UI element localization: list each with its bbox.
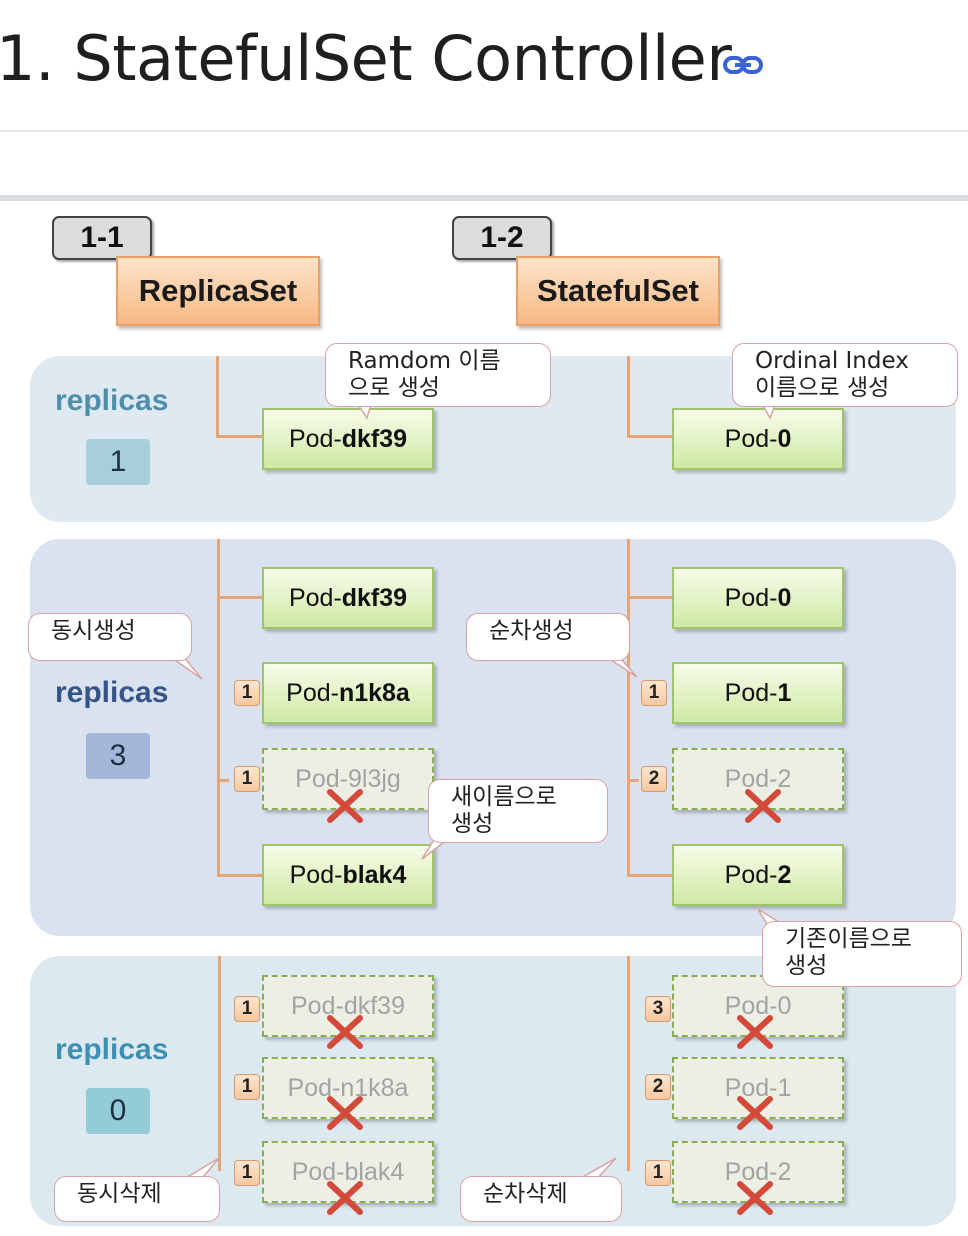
pod-box: Pod-dkf39	[262, 567, 434, 629]
red-x-icon	[737, 1096, 773, 1130]
replicas-label: replicas	[55, 1033, 169, 1066]
deleted-pod-box: Pod-9l3jg	[262, 748, 434, 810]
callout-new-name: 새이름으로 생성	[428, 779, 608, 843]
callout-concurrent-create: 동시생성	[28, 613, 192, 661]
order-badge: 3	[645, 996, 671, 1022]
pod-box: Pod-1	[672, 662, 844, 724]
order-badge: 1	[234, 680, 260, 706]
statefulset-title: StatefulSet	[516, 256, 720, 326]
connector-line	[627, 779, 639, 782]
order-badge: 1	[641, 680, 667, 706]
connector-line	[217, 596, 262, 599]
column-tag-statefulset: 1-2	[452, 216, 552, 260]
replicas-count: 1	[86, 439, 150, 485]
replicas-count: 0	[86, 1088, 150, 1134]
replicas-label: replicas	[55, 384, 169, 417]
order-badge: 1	[645, 1160, 671, 1186]
column-tag-replicaset: 1-1	[52, 216, 152, 260]
connector-line	[218, 956, 221, 1171]
red-x-icon	[737, 1015, 773, 1049]
callout-random-name: Ramdom 이름 으로 생성	[325, 343, 551, 407]
callout-sequential-delete: 순차삭제	[460, 1176, 622, 1222]
pod-box: Pod-n1k8a	[262, 662, 434, 724]
red-x-icon	[327, 789, 363, 823]
red-x-icon	[327, 1015, 363, 1049]
pod-box: Pod-0	[672, 408, 844, 470]
connector-line	[627, 356, 630, 438]
red-x-icon	[737, 1181, 773, 1215]
order-badge: 2	[641, 766, 667, 792]
order-badge: 1	[234, 1074, 260, 1100]
callout-sequential-create: 순차생성	[466, 613, 630, 661]
pod-box: Pod-dkf39	[262, 408, 434, 470]
pod-box: Pod-0	[672, 567, 844, 629]
page-title: 1. StatefulSet Controller	[0, 22, 732, 95]
connector-line	[627, 539, 630, 877]
pod-box: Pod-2	[672, 844, 844, 906]
order-badge: 1	[234, 996, 260, 1022]
connector-line	[217, 874, 262, 877]
replicas-count: 3	[86, 733, 150, 779]
callout-ordinal-name: Ordinal Index 이름으로 생성	[732, 343, 958, 407]
callout-existing-name: 기존이름으로 생성	[762, 921, 962, 987]
connector-line	[216, 356, 219, 438]
red-x-icon	[327, 1181, 363, 1215]
red-x-icon	[327, 1096, 363, 1130]
link-icon[interactable]	[722, 50, 764, 80]
deleted-pod-box: Pod-2	[672, 748, 844, 810]
order-badge: 1	[234, 766, 260, 792]
pod-box: Pod-blak4	[262, 844, 434, 906]
connector-line	[627, 874, 672, 877]
statefulset-diagram: 1-1 ReplicaSet 1-2 StatefulSet replicas …	[0, 195, 968, 1236]
connector-line	[627, 956, 630, 1171]
connector-line	[216, 435, 262, 438]
heading-divider	[0, 130, 968, 132]
replicaset-title: ReplicaSet	[116, 256, 320, 326]
connector-line	[627, 435, 673, 438]
callout-concurrent-delete: 동시삭제	[54, 1176, 220, 1222]
red-x-icon	[745, 789, 781, 823]
connector-line	[217, 539, 220, 877]
connector-line	[627, 596, 672, 599]
order-badge: 1	[234, 1160, 260, 1186]
connector-line	[217, 779, 229, 782]
order-badge: 2	[645, 1074, 671, 1100]
replicas-label: replicas	[55, 676, 169, 709]
